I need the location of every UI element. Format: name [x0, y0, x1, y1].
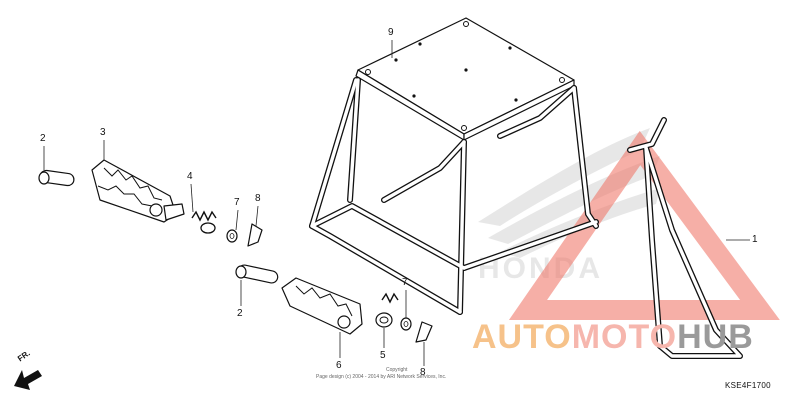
footpeg-lower	[281, 277, 363, 335]
lower-footpeg-assembly	[235, 264, 433, 343]
callout-1: 1	[752, 234, 758, 245]
front-direction-arrow	[14, 370, 42, 390]
cotter-pin-lower	[415, 321, 433, 343]
watermark-part-hub: HUB	[677, 318, 754, 356]
callout-2-lower: 2	[237, 308, 243, 319]
callout-8-upper: 8	[255, 193, 261, 204]
copyright-head: Copyright	[386, 367, 408, 373]
stand-assembly	[309, 17, 599, 315]
upper-footpeg-assembly	[38, 159, 263, 247]
callout-4: 4	[187, 171, 193, 182]
copyright-notice: Page design (c) 2004 - 2014 by ARI Netwo…	[316, 374, 447, 380]
callout-9: 9	[388, 27, 394, 38]
watermark-part-auto: AUTO	[472, 318, 572, 356]
side-stand	[627, 117, 743, 359]
leader-lines	[43, 40, 750, 366]
spring-upper	[191, 210, 217, 222]
callout-6: 6	[336, 360, 342, 371]
callout-2-upper: 2	[40, 133, 46, 144]
cotter-pin-upper	[247, 223, 263, 247]
callout-3: 3	[100, 127, 106, 138]
callout-8-lower: 8	[420, 367, 426, 378]
callout-7-upper: 7	[234, 197, 240, 208]
callout-7-lower: 7	[402, 277, 408, 288]
callout-5: 5	[380, 350, 386, 361]
spring-lower	[381, 292, 399, 304]
watermark-text: AUTOMOTOHUB	[472, 318, 754, 357]
diagram-code: KSE4F1700	[725, 381, 771, 390]
watermark-part-moto: MOTO	[571, 318, 678, 356]
